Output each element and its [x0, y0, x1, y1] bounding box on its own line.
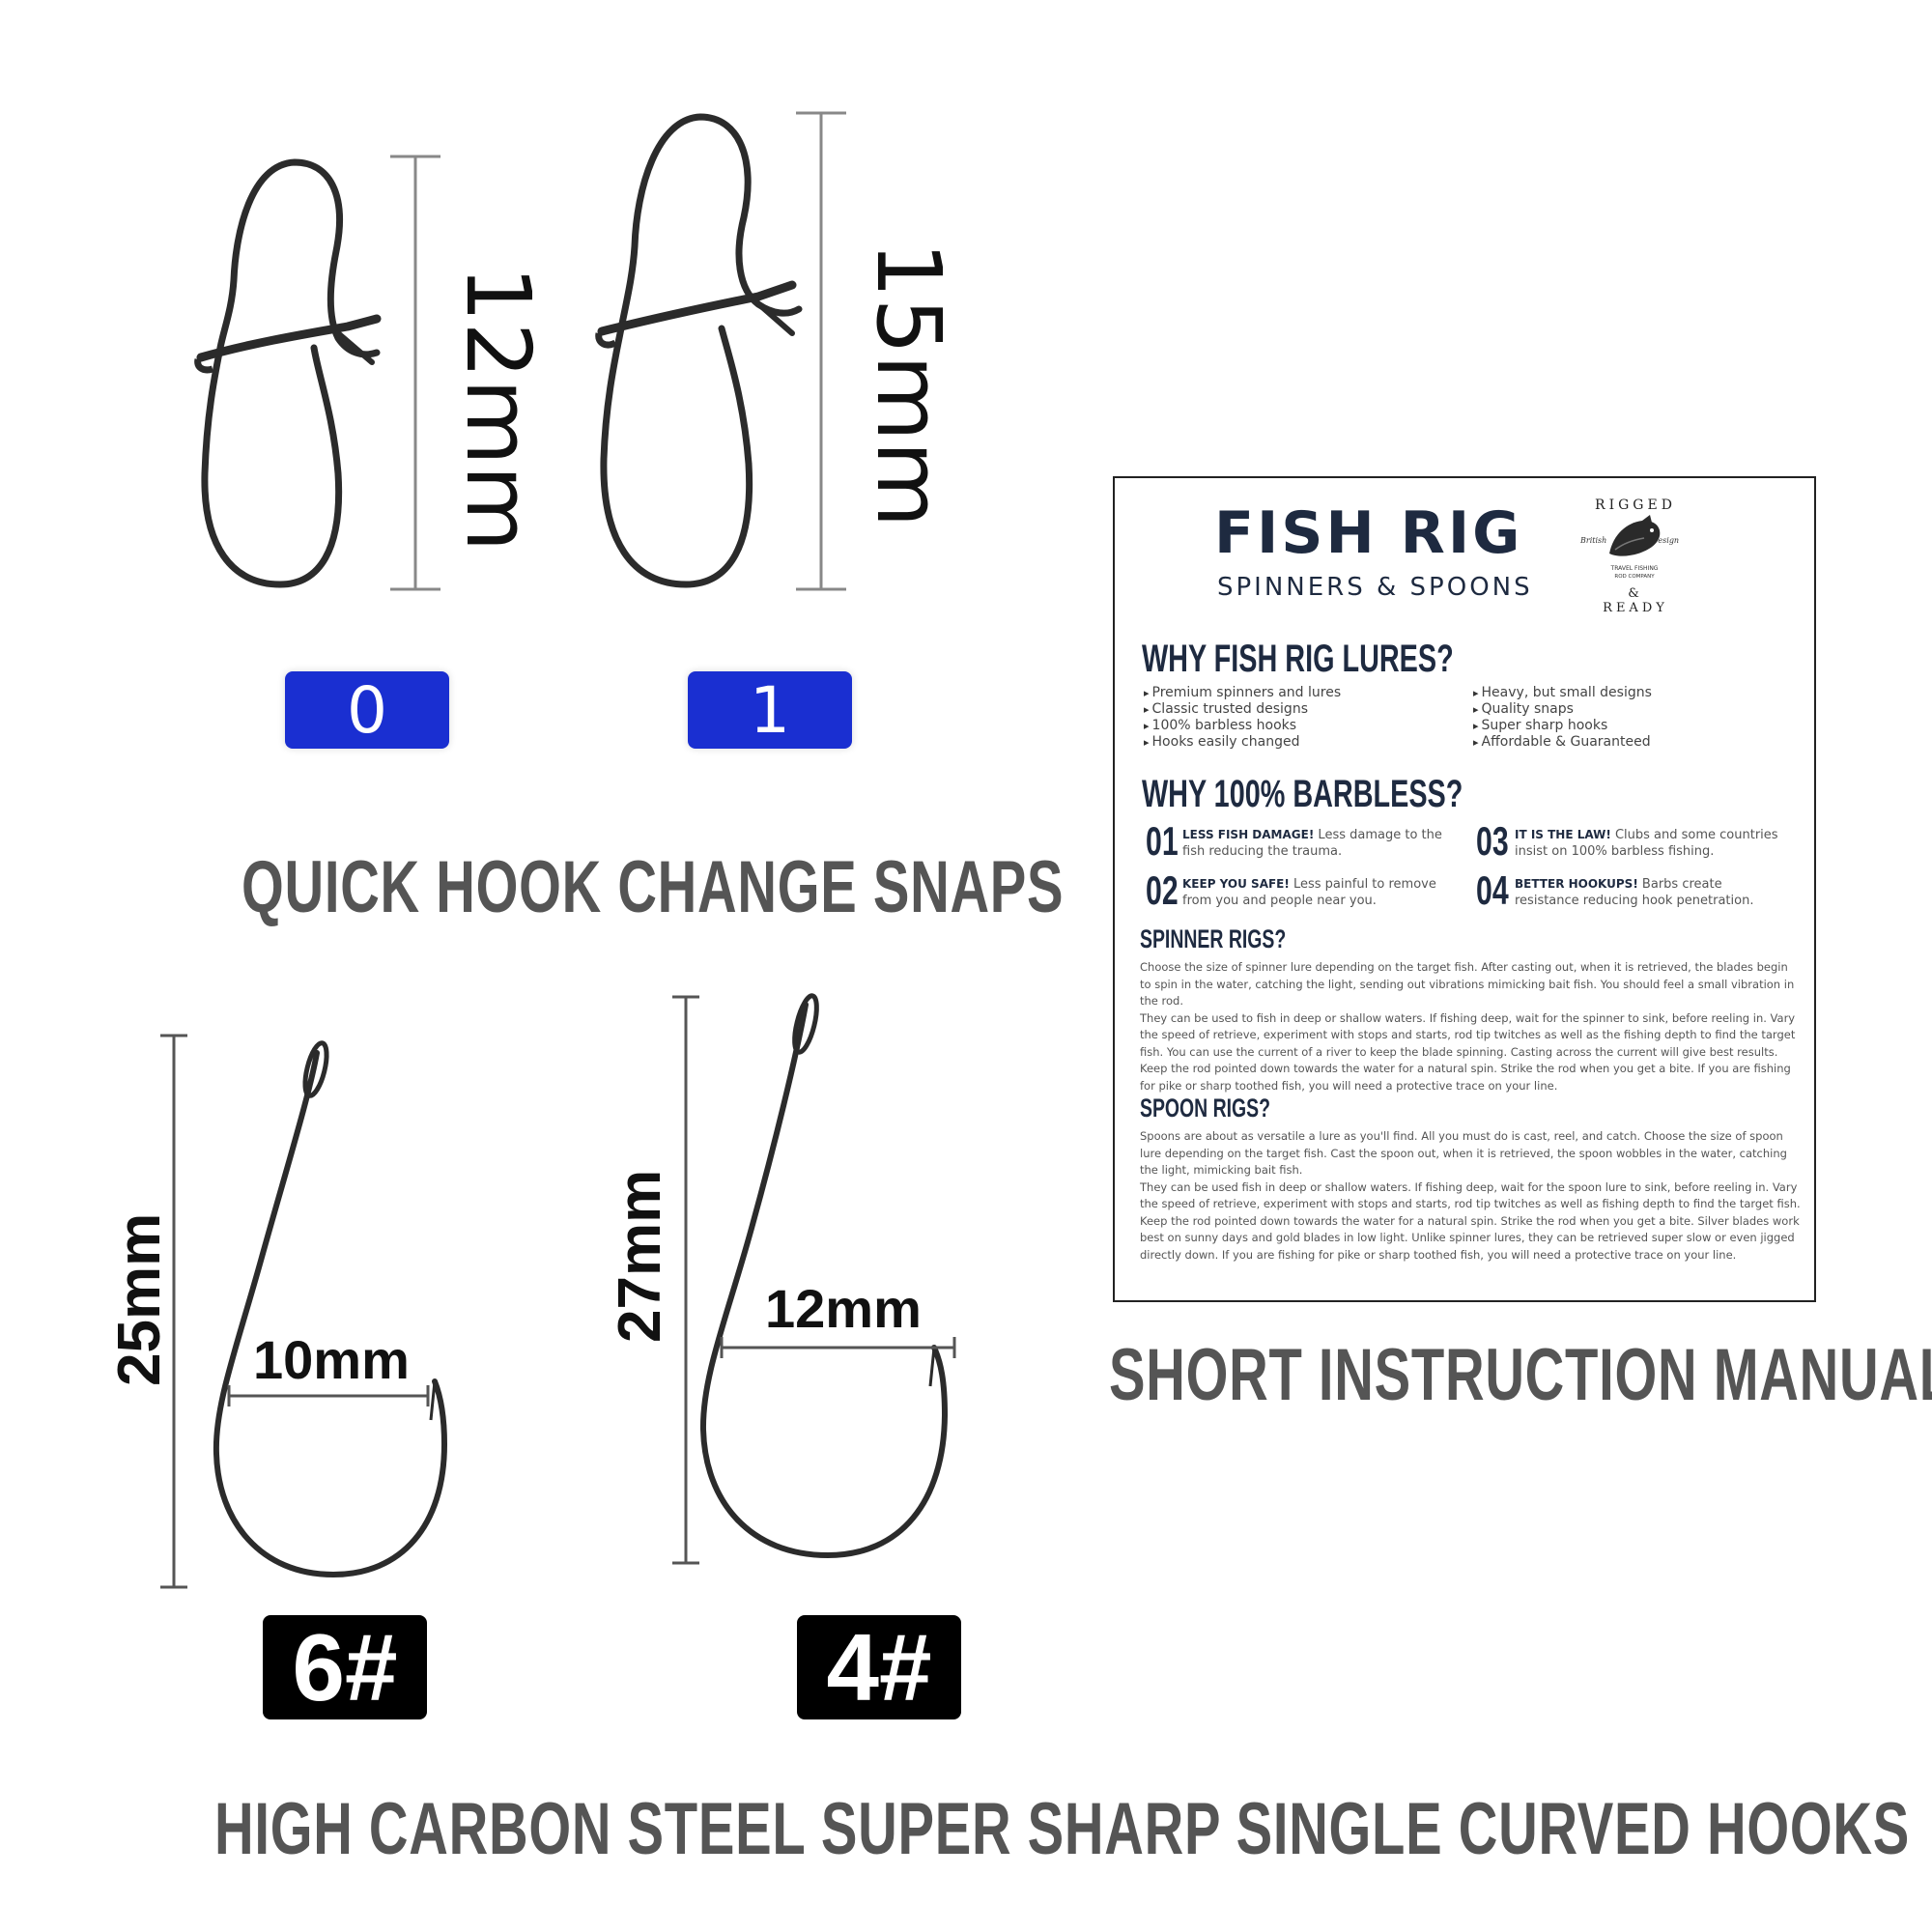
reason-title: KEEP YOU SAFE!: [1182, 877, 1290, 891]
reason-text: BETTER HOOKUPS! Barbs create resistance …: [1515, 876, 1785, 909]
snap-0-image: [194, 158, 382, 588]
logo-top-text: RIGGED: [1595, 497, 1676, 513]
list-item: Super sharp hooks: [1473, 718, 1652, 734]
reason-number: 01: [1146, 818, 1179, 864]
why-barbless-heading: WHY 100% BARBLESS?: [1142, 773, 1463, 815]
hook-4-height-line: [672, 995, 699, 1565]
paragraph: Choose the size of spinner lure dependin…: [1140, 960, 1795, 1008]
snaps-caption: QUICK HOOK CHANGE SNAPS: [242, 846, 1065, 928]
hook-4-width-label: 12mm: [765, 1278, 922, 1339]
rigged-ready-logo: RIGGED British Design TRAVEL FISHING ROD…: [1577, 497, 1692, 615]
hook-size-6-badge: 6#: [263, 1614, 427, 1720]
reason-number: 04: [1476, 867, 1509, 913]
snap-1-image: [595, 113, 803, 588]
hook-6-width-line: [227, 1385, 430, 1406]
reason-title: LESS FISH DAMAGE!: [1182, 828, 1315, 841]
spoon-rigs-heading: SPOON RIGS?: [1140, 1094, 1271, 1122]
hook-4-image: [699, 993, 949, 1559]
snap-0-dimension-label: 12mm: [446, 266, 550, 553]
hook-6-height-line: [160, 1034, 187, 1589]
list-item: Hooks easily changed: [1144, 734, 1341, 751]
reason-body: Less painful to remove from you and peop…: [1182, 877, 1436, 908]
reason-04: 04 BETTER HOOKUPS! Barbs create resistan…: [1476, 870, 1804, 915]
snap-size-1-badge: 1: [688, 671, 852, 749]
list-item: Classic trusted designs: [1144, 701, 1341, 718]
hook-size-4-badge: 4#: [797, 1614, 961, 1720]
reason-text: LESS FISH DAMAGE! Less damage to the fis…: [1182, 827, 1443, 860]
reason-01: 01 LESS FISH DAMAGE! Less damage to the …: [1146, 821, 1455, 866]
list-item: Affordable & Guaranteed: [1473, 734, 1652, 751]
reason-title: IT IS THE LAW!: [1515, 828, 1611, 841]
why-lures-list-left: Premium spinners and lures Classic trust…: [1144, 685, 1342, 751]
spinner-rigs-heading: SPINNER RIGS?: [1140, 924, 1287, 953]
reason-body: Clubs and some countries insist on 100% …: [1515, 828, 1778, 859]
brand-title: FISH RIG: [1214, 499, 1523, 567]
list-item: Premium spinners and lures: [1144, 685, 1342, 701]
instruction-manual-card: FISH RIG SPINNERS & SPOONS RIGGED Britis…: [1113, 476, 1816, 1302]
reason-body: Less damage to the fish reducing the tra…: [1182, 828, 1442, 859]
logo-center-text-2: ROD COMPANY: [1614, 574, 1655, 580]
hook-6-height-label: 25mm: [106, 1212, 173, 1386]
paragraph: Spoons are about as versatile a lure as …: [1140, 1129, 1787, 1177]
reason-text: IT IS THE LAW! Clubs and some countries …: [1515, 827, 1804, 860]
reason-02: 02 KEEP YOU SAFE! Less painful to remove…: [1146, 870, 1455, 915]
snap-size-0-badge: 0: [285, 671, 449, 749]
list-item: Heavy, but small designs: [1473, 685, 1652, 701]
snap-1-dimension-line: [796, 111, 846, 591]
paragraph: They can be used fish in deep or shallow…: [1140, 1179, 1801, 1262]
hook-6-width-label: 10mm: [253, 1329, 410, 1390]
hook-4-width-line: [720, 1337, 956, 1358]
fish-icon: [1609, 515, 1661, 556]
reason-number: 03: [1476, 818, 1509, 864]
hooks-caption: HIGH CARBON STEEL SUPER SHARP SINGLE CUR…: [214, 1788, 1910, 1870]
hook-6-image: [213, 1040, 448, 1578]
spinner-rigs-text: Choose the size of spinner lure dependin…: [1140, 959, 1801, 1094]
reason-03: 03 IT IS THE LAW! Clubs and some countri…: [1476, 821, 1804, 866]
brand-subtitle: SPINNERS & SPOONS: [1217, 573, 1533, 602]
why-lures-heading: WHY FISH RIG LURES?: [1142, 638, 1454, 680]
spoon-rigs-text: Spoons are about as versatile a lure as …: [1140, 1128, 1801, 1264]
reason-title: BETTER HOOKUPS!: [1515, 877, 1638, 891]
logo-right-text: Design: [1652, 536, 1680, 545]
hook-4-height-label: 27mm: [607, 1169, 673, 1343]
snap-1-dimension-label: 15mm: [857, 242, 960, 528]
logo-left-text: British: [1580, 536, 1607, 545]
why-lures-list-right: Heavy, but small designs Quality snaps S…: [1473, 685, 1652, 751]
reason-body: Barbs create resistance reducing hook pe…: [1515, 877, 1754, 908]
logo-bottom-text: & READY: [1603, 586, 1668, 615]
reason-number: 02: [1146, 867, 1179, 913]
logo-center-text-1: TRAVEL FISHING: [1610, 565, 1659, 572]
snap-0-dimension-line: [390, 155, 440, 591]
list-item: 100% barbless hooks: [1144, 718, 1341, 734]
paragraph: They can be used to fish in deep or shal…: [1140, 1010, 1796, 1093]
reason-text: KEEP YOU SAFE! Less painful to remove fr…: [1182, 876, 1448, 909]
list-item: Quality snaps: [1473, 701, 1652, 718]
manual-caption: SHORT INSTRUCTION MANUAL: [1109, 1334, 1932, 1416]
